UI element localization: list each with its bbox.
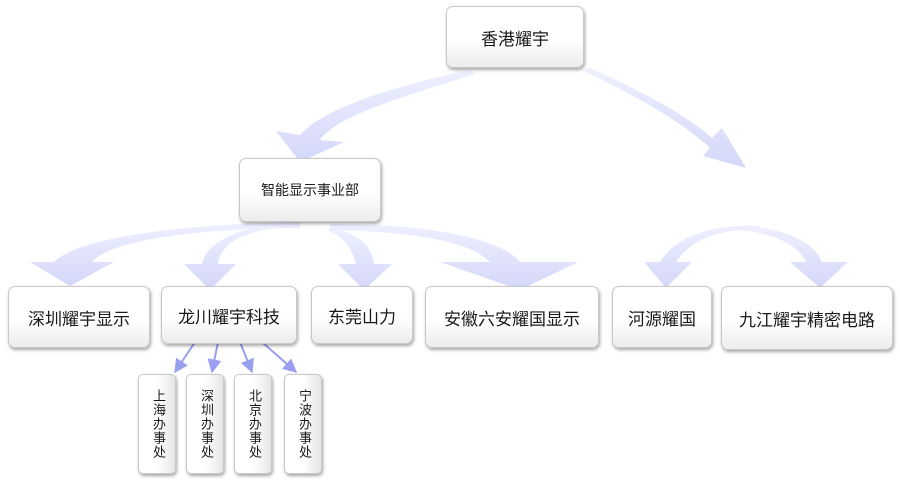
arrow-loop-to-heyuan — [644, 225, 760, 288]
connector-office-1 — [174, 341, 196, 374]
arrow-division-to-child-4 — [330, 224, 578, 290]
arrow-division-to-child-3 — [326, 228, 392, 290]
office-beijing: 北京办事处 — [234, 374, 272, 474]
node-dongguan-shanli: 东莞山力 — [311, 286, 413, 344]
connector-office-3 — [239, 341, 254, 374]
node-longchuan-tech: 龙川耀宇科技 — [161, 286, 297, 344]
arrow-division-to-child-1 — [30, 222, 300, 286]
node-root: 香港耀宇 — [446, 6, 584, 68]
arrow-root-to-division — [276, 70, 476, 162]
office-shanghai: 上海办事处 — [138, 374, 176, 474]
connector-office-2 — [207, 341, 222, 374]
arrow-loop-to-jiujiang — [740, 226, 848, 288]
node-heyuan: 河源耀国 — [612, 286, 712, 348]
office-ningbo: 宁波办事处 — [284, 374, 322, 474]
node-division: 智能显示事业部 — [239, 158, 381, 222]
connector-office-4 — [261, 341, 298, 373]
arrow-division-to-child-2 — [184, 224, 276, 290]
office-shenzhen: 深圳办事处 — [186, 374, 224, 474]
node-jiujiang: 九江耀宇精密电路 — [721, 286, 893, 350]
arrow-root-to-right — [582, 68, 746, 168]
node-anhui-luan: 安徽六安耀国显示 — [425, 286, 599, 348]
node-shenzhen-display: 深圳耀宇显示 — [8, 286, 150, 348]
